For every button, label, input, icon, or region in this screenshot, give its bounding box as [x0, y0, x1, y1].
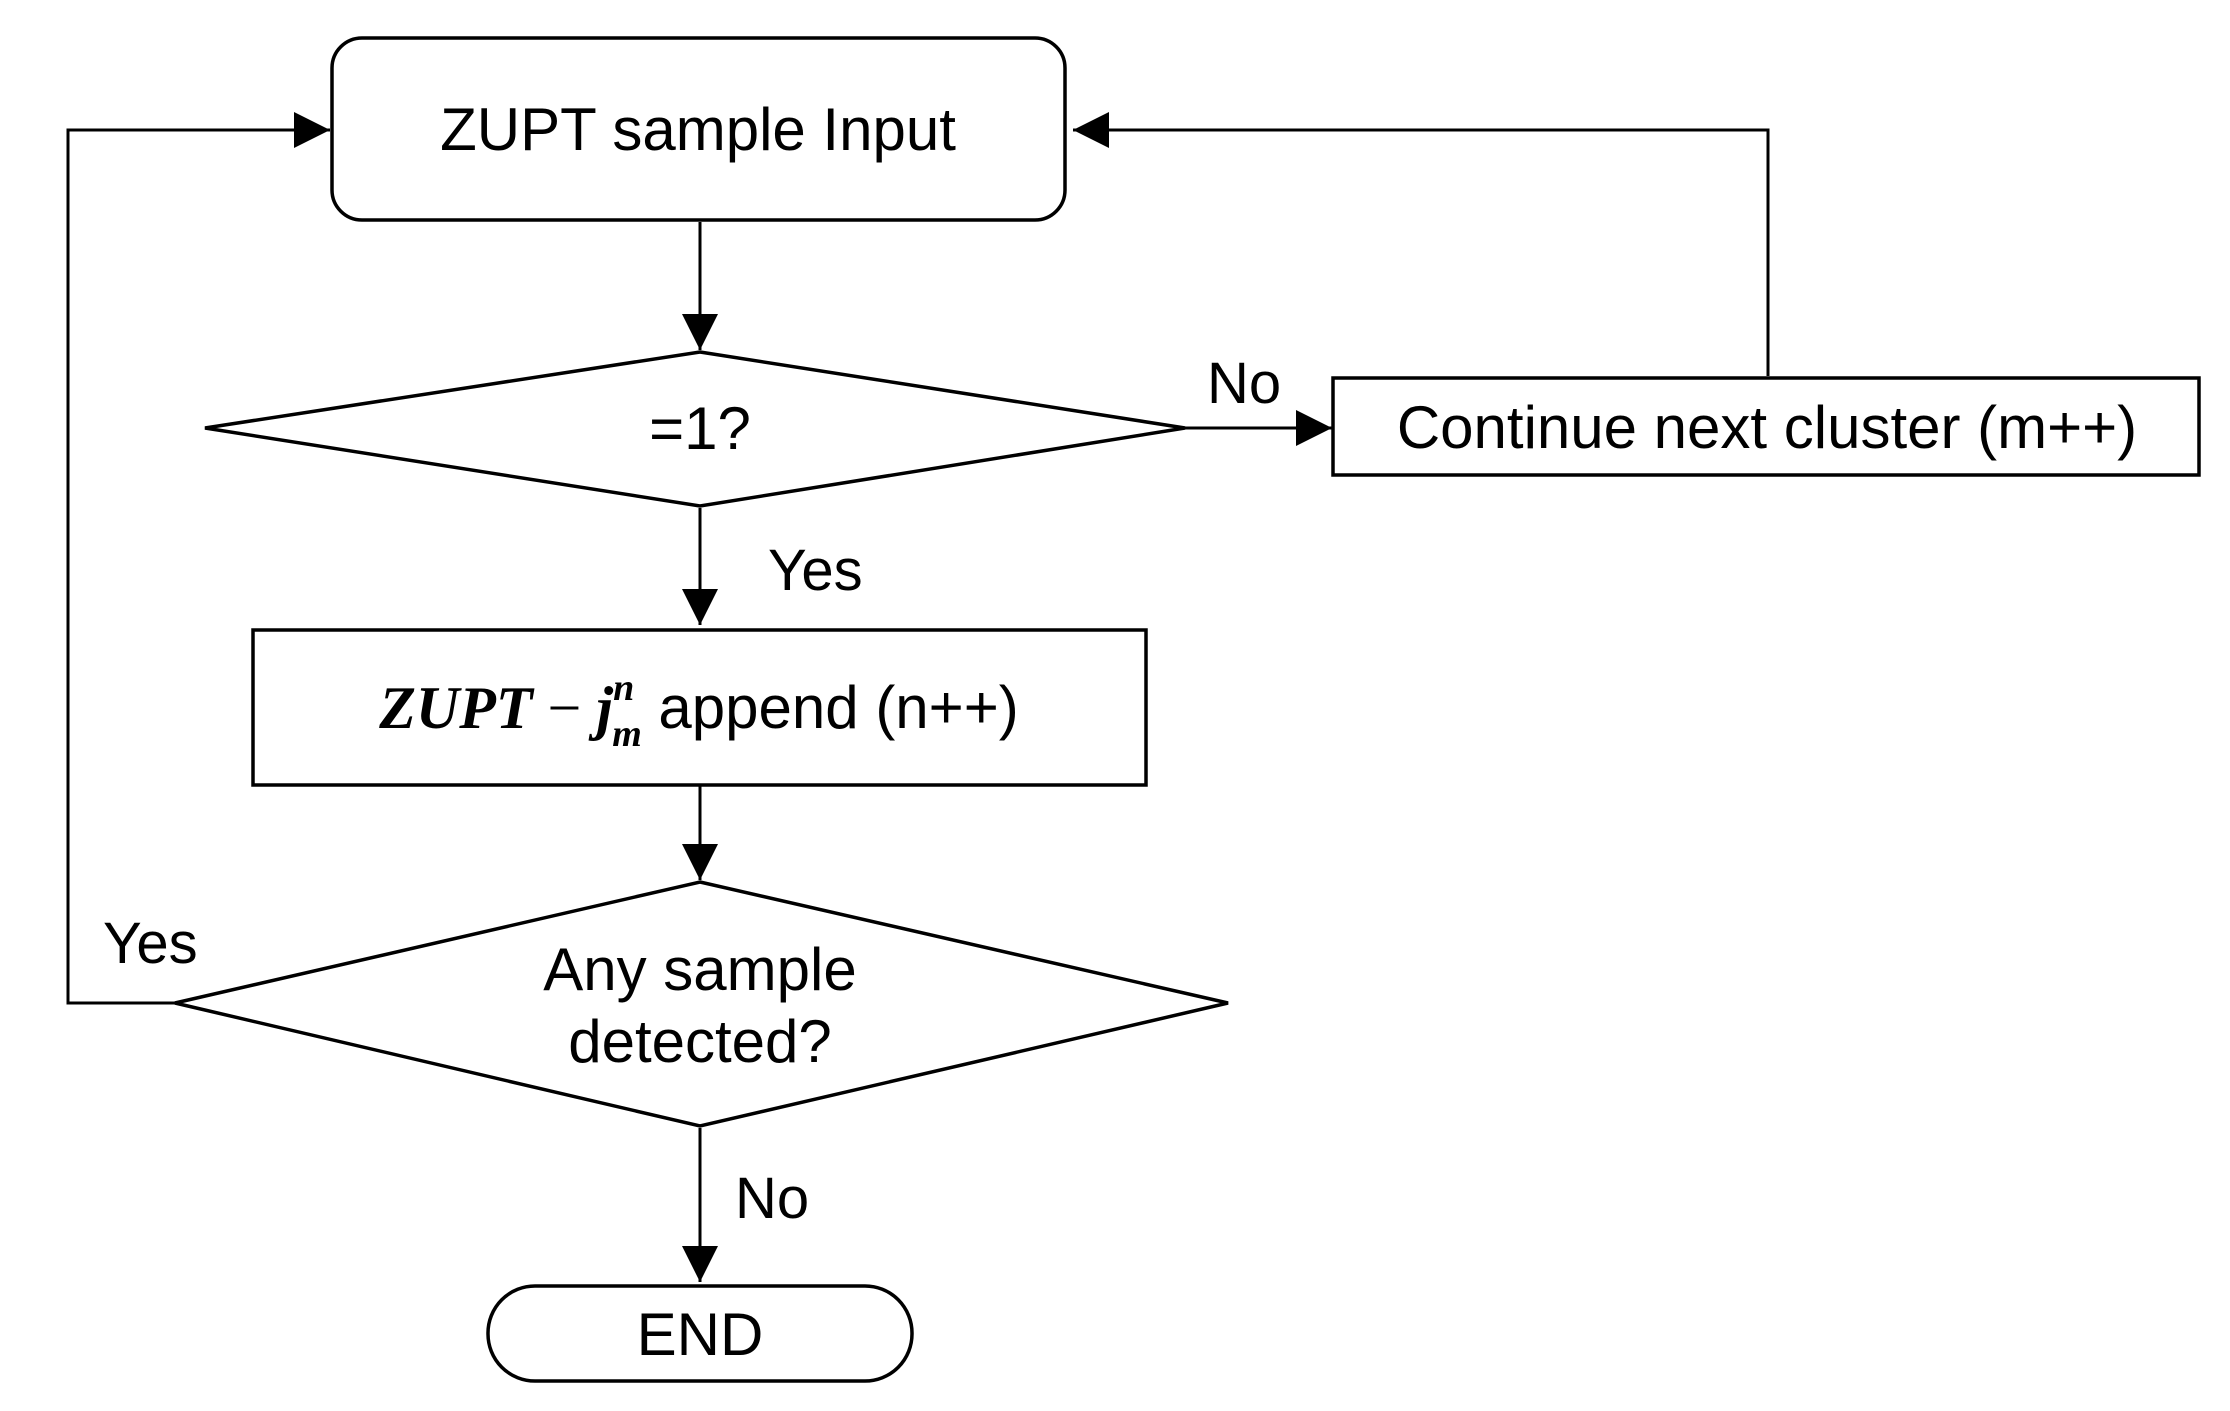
start-label: ZUPT sample Input: [440, 96, 956, 163]
append-math-sup: n: [613, 667, 634, 709]
edge-label-check-no: No: [1207, 351, 1281, 416]
append-math-base: ZUPT: [378, 675, 535, 741]
append-math-minus: −: [533, 675, 597, 741]
check-diamond: [204, 350, 1186, 508]
end-box: [486, 1284, 914, 1383]
node-start: ZUPT sample Input: [330, 36, 1067, 222]
edge-detect-to-start: [66, 112, 330, 1005]
start-box: [330, 36, 1067, 222]
edge-label-detect-no: No: [735, 1166, 809, 1231]
edge-continue-to-start: [1073, 112, 1770, 376]
edges: [66, 112, 1770, 1282]
edge-labels: No Yes Yes No: [103, 351, 1281, 1231]
node-end: END: [486, 1284, 914, 1383]
node-continue: Continue next cluster (m++): [1331, 376, 2201, 477]
continue-label: Continue next cluster (m++): [1397, 394, 2137, 461]
edge-label-check-yes: Yes: [768, 538, 863, 603]
append-label-suffix: append (n++): [642, 674, 1019, 741]
continue-box: [1331, 376, 2201, 477]
detect-diamond: [174, 880, 1229, 1128]
detect-label-line1: Any sample: [543, 936, 856, 1003]
node-detect: Any sample detected?: [174, 880, 1229, 1128]
append-box: [251, 628, 1148, 787]
detect-label-line2: detected?: [568, 1008, 832, 1075]
check-label: =1?: [649, 395, 751, 462]
end-label: END: [637, 1301, 764, 1368]
append-math-sub: m: [612, 713, 642, 755]
edge-label-detect-yes: Yes: [103, 911, 198, 976]
node-check: =1?: [204, 350, 1186, 508]
